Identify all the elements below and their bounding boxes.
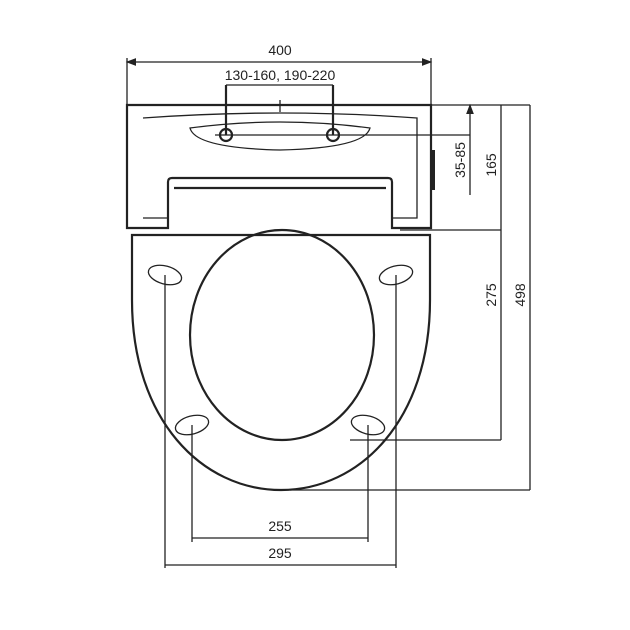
hinge-offset-label: 35-85 (452, 142, 468, 178)
hinge-spacing-label: 130-160, 190-220 (225, 67, 336, 83)
overall-length-label: 498 (512, 283, 528, 307)
width-label: 400 (268, 42, 292, 58)
dimension-hinge-spacing: 130-160, 190-220 (225, 67, 336, 135)
dimension-overall-width: 400 (125, 42, 433, 110)
hole-depth-label: 275 (483, 283, 499, 307)
bottom-dimensions: 255 295 (164, 275, 397, 568)
outer-spacing-label: 295 (268, 545, 292, 561)
inner-spacing-label: 255 (268, 518, 292, 534)
hinge-housing (125, 100, 470, 230)
seat (130, 228, 432, 492)
tank-depth-label: 165 (483, 153, 499, 177)
seat-opening (188, 228, 376, 442)
right-dimensions: 35-85 165 275 498 (290, 103, 531, 491)
